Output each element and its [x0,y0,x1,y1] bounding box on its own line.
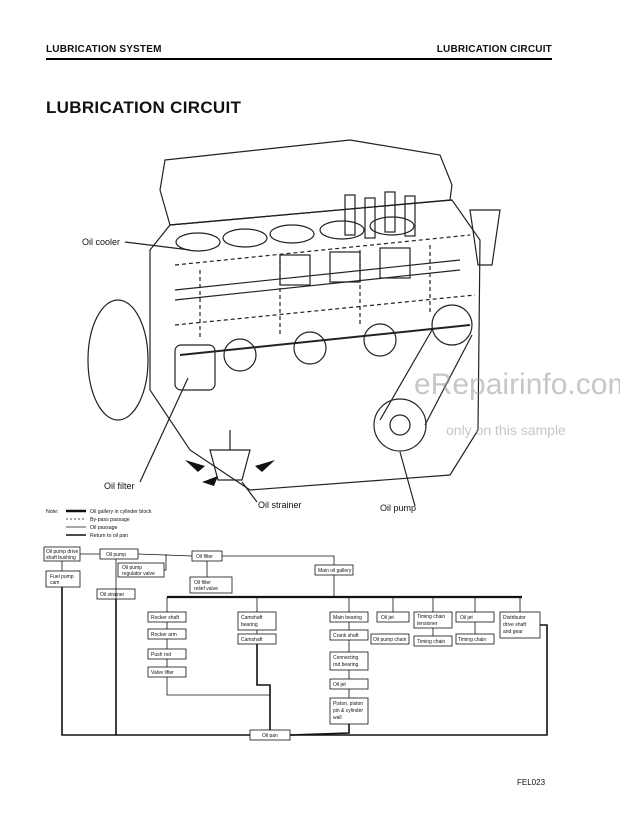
box-chain-tensioner: Timing chain [417,614,445,620]
box-distributor: Distributor [503,615,526,621]
box-main-bearing: Main bearing [333,615,362,621]
label-oil-filter: Oil filter [104,481,135,491]
legend-item: By-pass passage [90,517,130,523]
label-oil-pump: Oil pump [380,503,417,513]
watermark-sub: only on this sample [446,422,566,438]
box-crank-shaft: Crank shaft [333,633,359,639]
page-title: LUBRICATION CIRCUIT [46,98,242,117]
box-pump-drive: shaft bushing [46,555,76,561]
box-timing-chain-1: Timing chain [417,639,445,645]
watermark: eRepairinfo.com [414,368,620,401]
legend-item: Oil passage [90,525,118,531]
box-distributor: and gear [503,629,523,635]
box-oil-pump-chain: Oil pump chain [373,637,407,643]
box-main-gallery: Main oil gallery [318,568,352,574]
box-pump-drive: Oil pump drive [46,549,78,555]
box-rocker-shaft: Rocker shaft [151,615,180,621]
box-piston: wall [333,715,342,721]
box-timing-chain-2: Timing chain [458,637,486,643]
figure-code: FEL023 [517,778,546,787]
legend-item: Oil gallery in cylinder block [90,509,152,515]
box-camshaft-bearing: Camshaft [241,615,263,621]
box-rocker-arm: Rocker arm [151,632,177,638]
box-oil-strainer: Oil strainer [100,592,125,598]
box-oil-jet: Oil jet [333,682,346,688]
header-rule [46,58,552,60]
box-piston: Piston, piston [333,701,363,707]
legend-note: Note: [46,509,58,515]
box-oil-pump: Oil pump [106,552,126,558]
box-piston: pin & cylinder [333,708,363,714]
box-fuel-pump: Fuel pump [50,574,74,580]
box-regulator: regulator valve [122,571,155,577]
engine-illustration [87,139,501,507]
box-fuel-pump: cam [50,580,59,586]
box-oil-pan: Oil pan [262,733,278,739]
box-relief-valve: Oil filter [194,580,211,586]
label-oil-strainer: Oil strainer [258,500,302,510]
label-oil-cooler: Oil cooler [82,237,121,247]
header-right: LUBRICATION CIRCUIT [436,44,552,55]
box-oil-jet-1: Oil jet [381,615,394,621]
box-chain-tensioner: tensioner [417,621,438,627]
box-regulator: Oil pump [122,565,142,571]
lubrication-flow-diagram: Note: Oil gallery in cylinder block By-p… [43,509,548,741]
box-conrod-bearing: Connecting [333,655,359,661]
box-conrod-bearing: rod bearing [333,662,359,668]
box-distributor: drive shaft [503,622,527,628]
box-push-rod: Push rod [151,652,171,658]
legend-item: Return to oil pan [90,533,128,539]
box-camshaft-bearing: bearing [241,622,258,628]
box-valve-lifter: Valve lifter [151,670,174,676]
box-camshaft: Camshaft [241,637,263,643]
box-oil-jet-2: Oil jet [460,615,473,621]
box-relief-valve: relief valve [194,586,218,592]
header-left: LUBRICATION SYSTEM [46,44,162,55]
box-oil-filter: Oil filter [196,554,213,560]
